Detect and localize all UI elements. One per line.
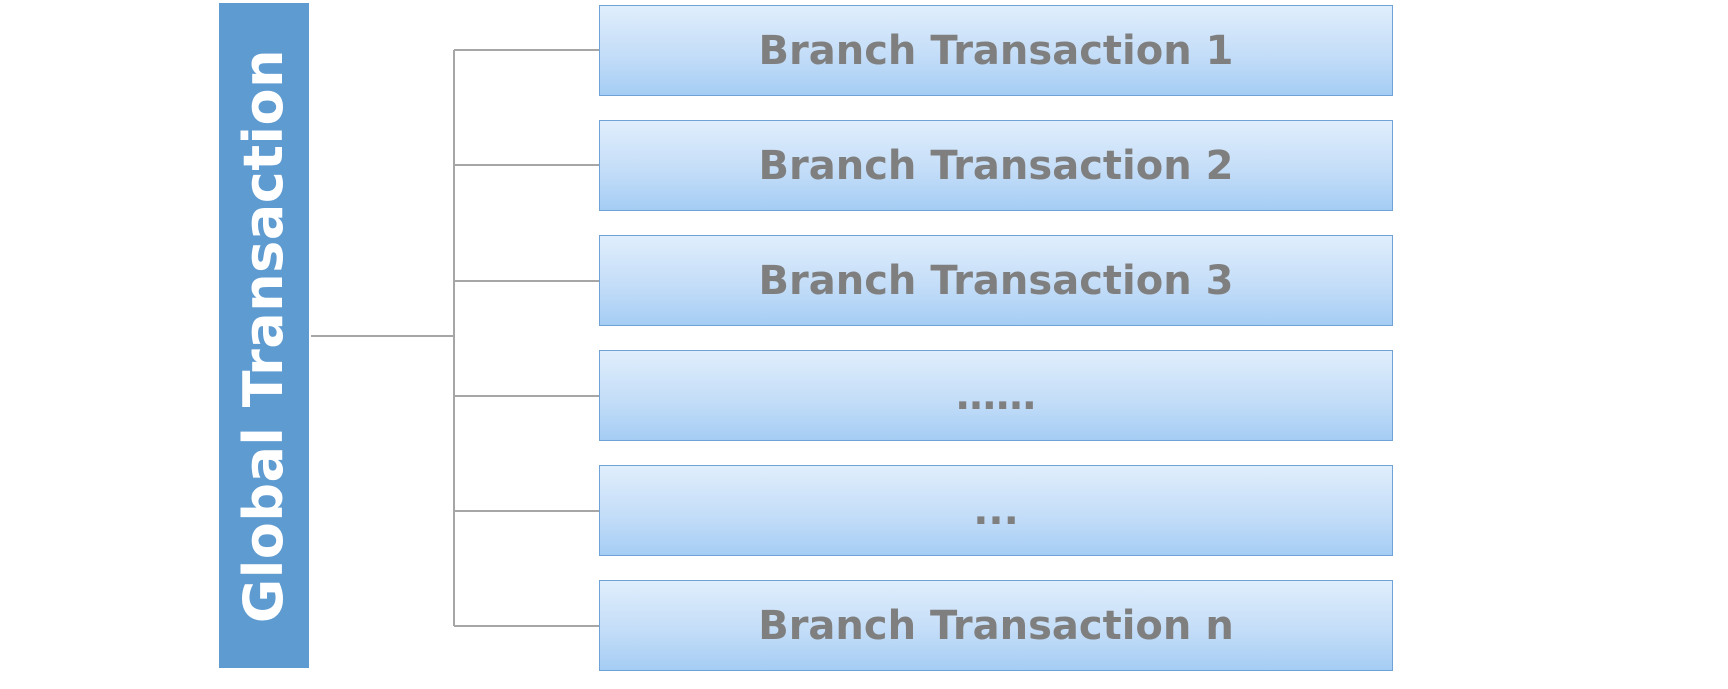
global-transaction-box	[219, 3, 309, 668]
branch-transaction-n-label: Branch Transaction n	[758, 602, 1234, 649]
branch-transaction-n-box: Branch Transaction n	[599, 580, 1393, 671]
branch-ellipsis-label-2: ...	[973, 487, 1019, 534]
branch-transaction-2-label: Branch Transaction 2	[758, 142, 1234, 189]
branch-ellipsis-box-1: ……	[599, 350, 1393, 441]
branch-transaction-2-box: Branch Transaction 2	[599, 120, 1393, 211]
branch-transaction-3-box: Branch Transaction 3	[599, 235, 1393, 326]
branch-transaction-1-label: Branch Transaction 1	[758, 27, 1234, 74]
branch-transaction-3-label: Branch Transaction 3	[758, 257, 1234, 304]
branch-transaction-1-box: Branch Transaction 1	[599, 5, 1393, 96]
branch-ellipsis-box-2: ...	[599, 465, 1393, 556]
branch-ellipsis-label-1: ……	[956, 372, 1036, 419]
